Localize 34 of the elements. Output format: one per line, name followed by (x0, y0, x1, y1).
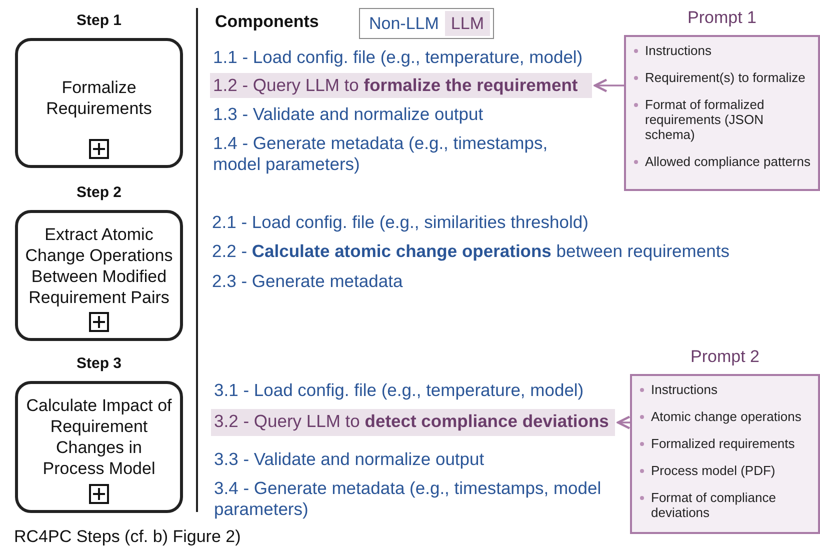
prompt-title: Prompt 2 (690, 347, 760, 367)
component-step: 1.1 - Load config. file (e.g., temperature, model) (213, 47, 613, 68)
arrow (616, 416, 631, 430)
component-step: 1.3 - Validate and normalize output (213, 104, 613, 125)
legend-entry: LLM (444, 11, 490, 36)
step-heading: Step 3 (75, 355, 122, 372)
step-title: Formalize Requirements (45, 76, 153, 119)
step-title: Calculate Impact of Requirement Changes in Process Model (25, 394, 173, 479)
component-step: 2.3 - Generate metadata (212, 271, 612, 292)
list-item: Requirement(s) to formalize (632, 70, 814, 85)
list-item: Atomic change operations (638, 409, 814, 424)
list-item: Format of formalized requirements (JSON schema) (632, 97, 814, 142)
arrow (594, 78, 624, 92)
list-item: Formalized requirements (638, 436, 814, 451)
component-step: 3.1 - Load config. file (e.g., temperature, model) (214, 380, 614, 401)
step-heading: Step 1 (75, 12, 122, 29)
llm-component: 1.2 - Query LLM to formalize the requirement (210, 73, 592, 98)
component-step: 3.3 - Validate and normalize output (214, 449, 614, 470)
component-step: 3.4 - Generate metadata (e.g., timestamps, model parameters) (214, 478, 614, 520)
prompt-title: Prompt 1 (686, 8, 758, 28)
component-step: 2.2 - Calculate atomic change operations between requirements (212, 241, 772, 262)
figure-caption: RC4PC Steps (cf. b) Figure 2) (14, 527, 241, 547)
list-item: Instructions (638, 382, 814, 397)
list-item: Format of compliance deviations (638, 490, 814, 520)
step-heading: Step 2 (75, 184, 122, 201)
list-item: Allowed compliance patterns (632, 154, 814, 169)
step-title: Extract Atomic Change Operations Between Modified Requirement Pairs (24, 223, 174, 308)
list-item: Instructions (632, 43, 814, 58)
component-step: 1.4 - Generate metadata (e.g., timestamps, model parameters) (213, 133, 558, 175)
list-item: Process model (PDF) (638, 463, 814, 478)
llm-component: 3.2 - Query LLM to detect compliance deviations (211, 409, 615, 436)
component-step: 2.1 - Load config. file (e.g., similarities threshold) (212, 212, 632, 233)
legend-entry: Non-LLM (368, 13, 440, 35)
column-heading: Components (215, 12, 320, 32)
